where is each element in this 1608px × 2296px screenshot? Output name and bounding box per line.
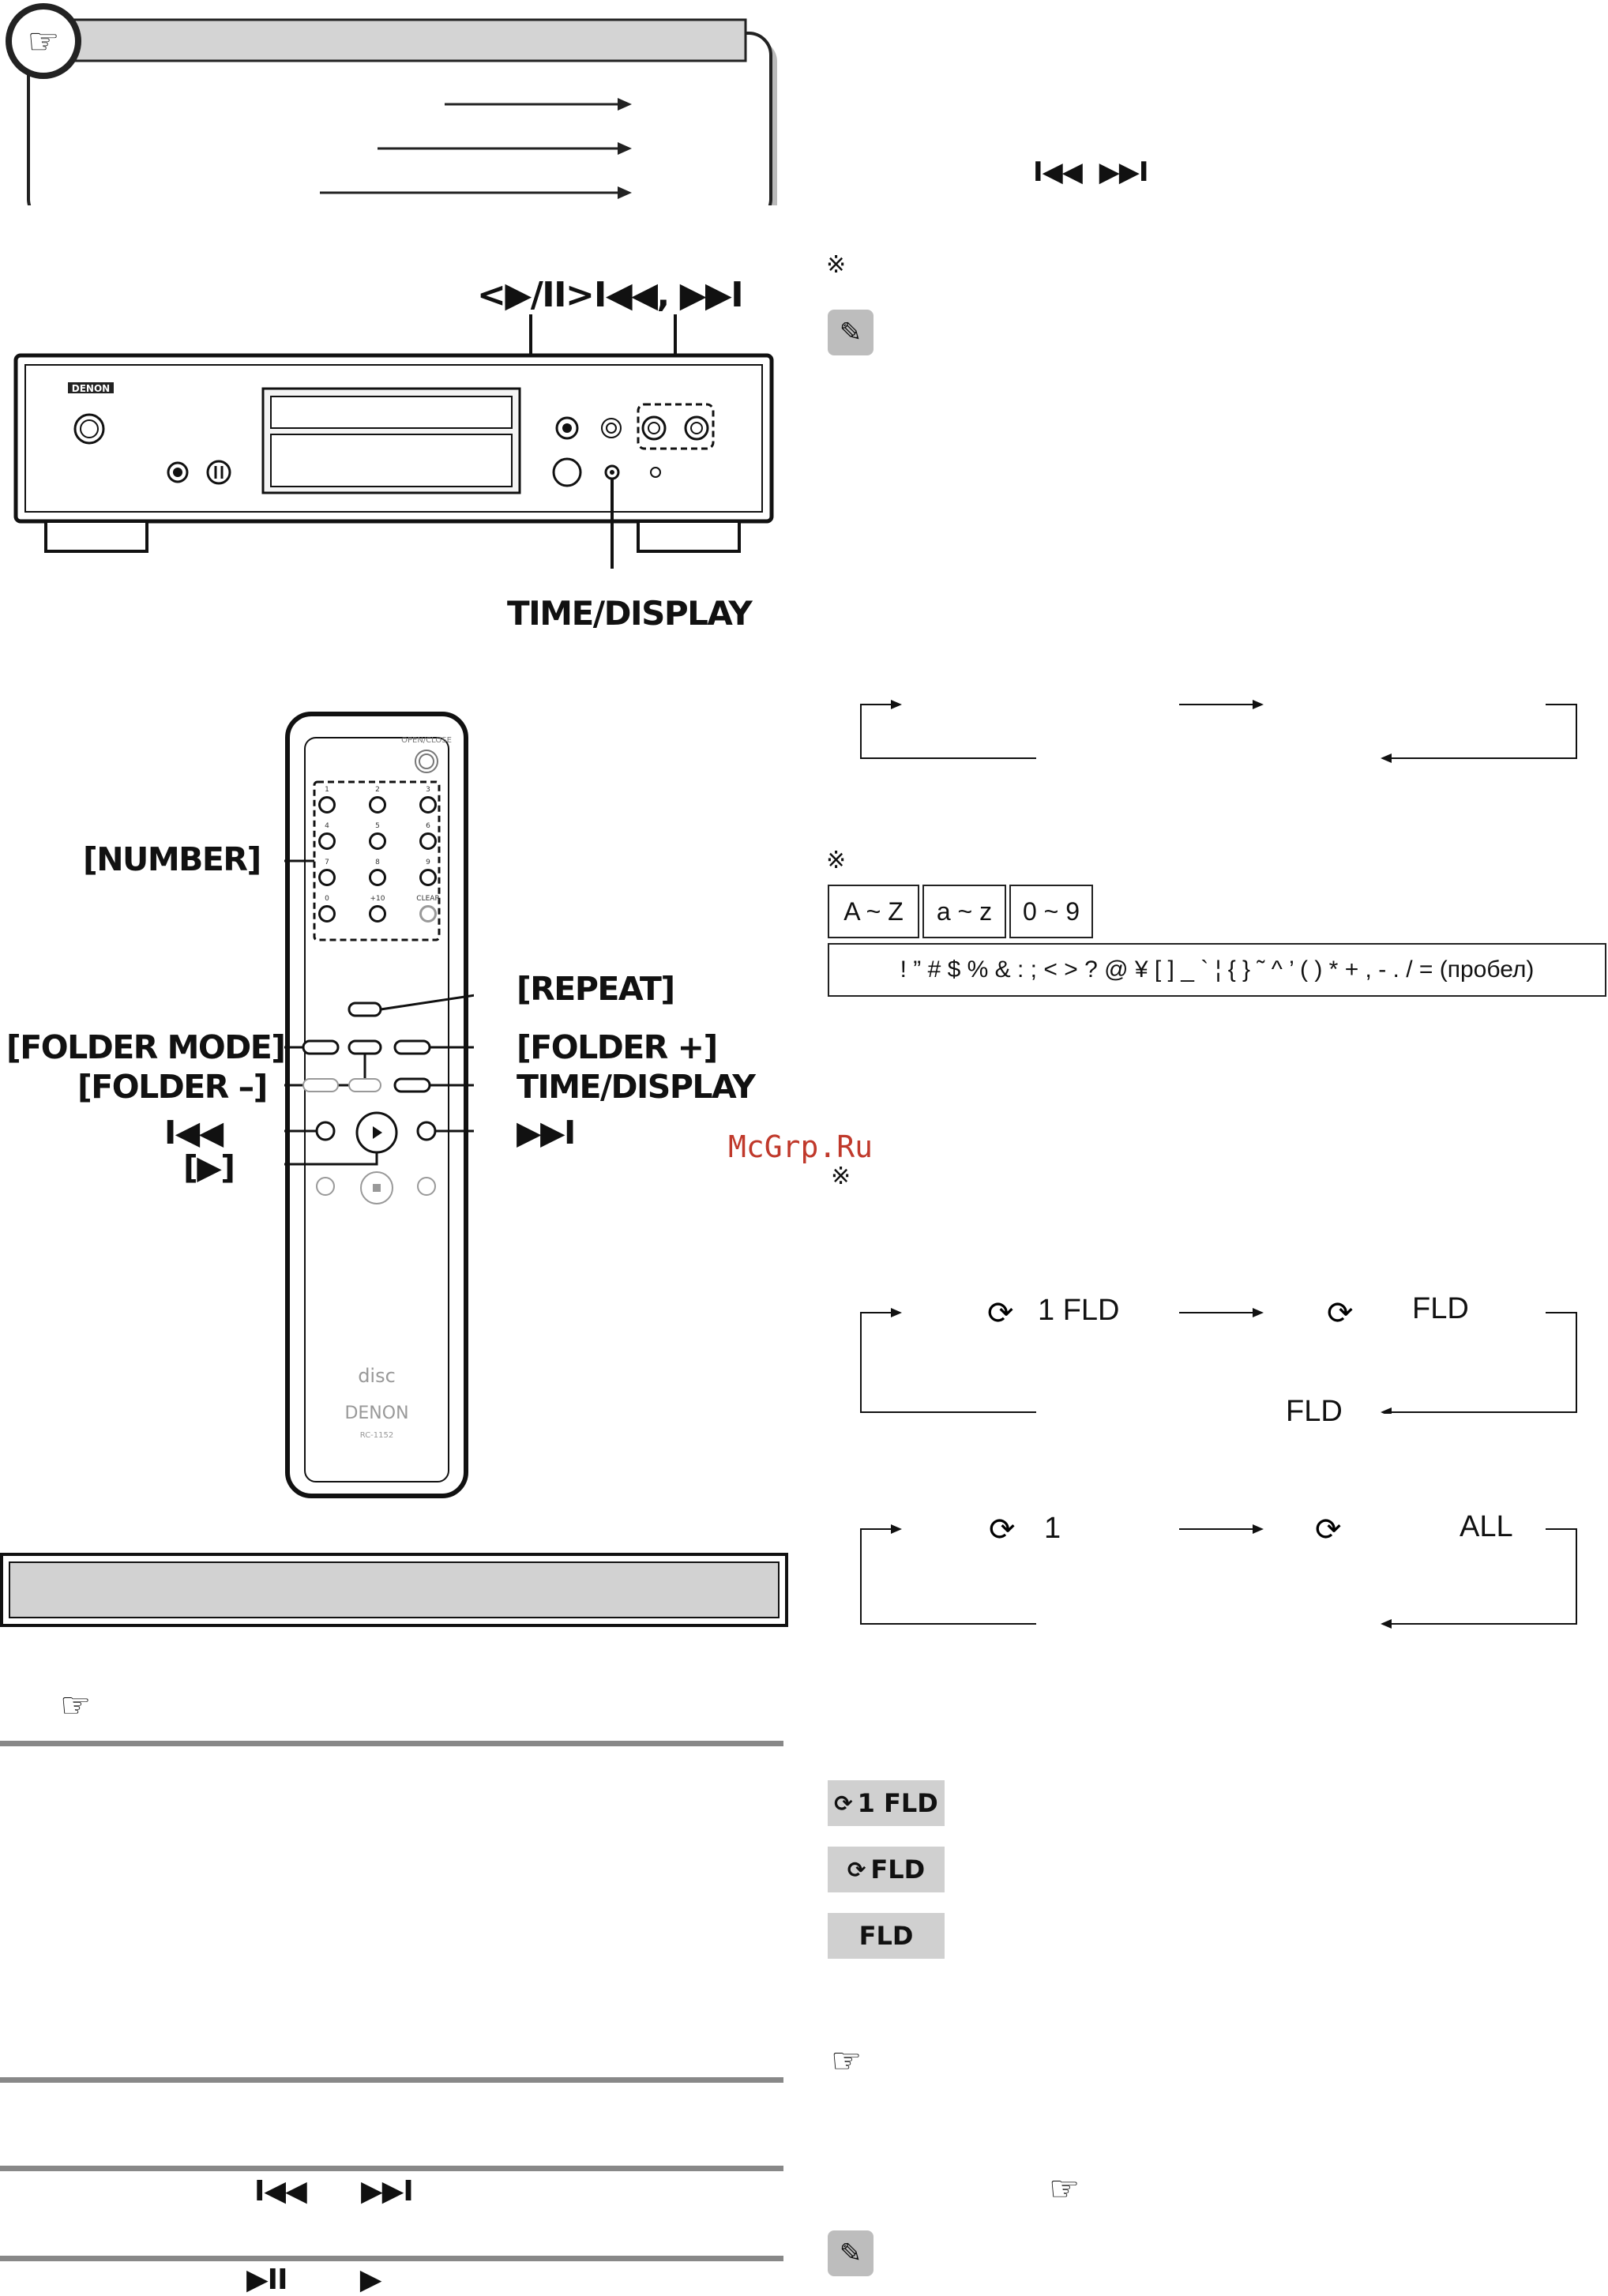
remote-key-button[interactable] [369, 869, 386, 886]
play-pause-icons: ▶II ▶ [246, 2264, 381, 2296]
folder-minus-label: [FOLDER –] [77, 1068, 268, 1106]
flow-diagram-2: ⟳ ⟳ [860, 1295, 1577, 1414]
repeat-icon: ⟳ [834, 1790, 853, 1817]
folder-plus-label: [FOLDER +] [517, 1028, 718, 1066]
folder-mode-label: [FOLDER MODE] [6, 1028, 286, 1066]
pencil-icon: ✎ [828, 310, 874, 355]
remote-key-button[interactable] [419, 869, 437, 886]
remote-key-button[interactable] [419, 905, 437, 923]
remote-key-label: 9 [426, 859, 430, 866]
remote-open-close-label: OPEN/CLOSE [401, 736, 452, 745]
remote-key-3[interactable]: 3 [415, 785, 441, 820]
skip-icons: I◀◀ ▶▶I [1033, 156, 1149, 188]
remote-key-button[interactable] [369, 905, 386, 923]
remote-key-button[interactable] [369, 796, 386, 814]
flow-a-3: FLD [1286, 1395, 1343, 1428]
divider-4 [0, 2256, 783, 2261]
divider-1 [0, 1741, 783, 1746]
remote-key-8[interactable]: 8 [365, 858, 390, 892]
badge-fld: FLD [828, 1913, 945, 1959]
remote-key-button[interactable] [318, 869, 336, 886]
remote-key-button[interactable] [318, 796, 336, 814]
svg-text:☞: ☞ [27, 20, 59, 62]
remote-number-keypad: 1 2 3 4 5 6 7 8 9 0 +10 CLEAR [314, 785, 441, 943]
remote-key-button[interactable] [318, 905, 336, 923]
remote-key-button[interactable] [318, 832, 336, 850]
remote-key-label: 4 [325, 822, 329, 830]
divider-2 [0, 2077, 783, 2083]
repeat-icon: ⟳ [989, 1512, 1016, 1548]
remote-key-label: 0 [325, 895, 329, 903]
flow-diagram-1 [860, 700, 1577, 763]
repeat-icon: ⟳ [1327, 1295, 1354, 1332]
note-box-frame: ☞ [6, 3, 777, 205]
remote-key-7[interactable]: 7 [314, 858, 340, 892]
remote-key-label: 2 [375, 786, 380, 794]
reference-icon: ☞ [831, 2041, 862, 2081]
badge-repeat-1-fld: ⟳1 FLD [828, 1780, 945, 1826]
remote-key-button[interactable] [419, 796, 437, 814]
remote-key-4[interactable]: 4 [314, 821, 340, 856]
repeat-label: [REPEAT] [517, 970, 675, 1008]
remote-disc-logo: disc [358, 1365, 396, 1387]
badge-repeat-fld: ⟳FLD [828, 1847, 945, 1892]
chars-upper: A ~ Z [828, 885, 919, 938]
watermark: McGrp.Ru [728, 1129, 874, 1164]
flow-b-2: ALL [1460, 1510, 1513, 1543]
chars-symbols: ! ” # $ % & : ; < > ? @ ¥ [ ] _ ` ¦ { } … [828, 943, 1606, 997]
flow-a-1: 1 FLD [1038, 1294, 1120, 1327]
remote-key-label: 6 [426, 822, 430, 830]
note-mark-2: ※ [826, 847, 847, 874]
remote-key-9[interactable]: 9 [415, 858, 441, 892]
remote-key-label: 5 [375, 822, 380, 830]
player-brand: DENON [72, 383, 110, 394]
flow-b-1: 1 [1044, 1512, 1061, 1545]
remote-brand: DENON [344, 1404, 408, 1423]
note-mark-3: ※ [831, 1163, 851, 1190]
remote-key-2[interactable]: 2 [365, 785, 390, 820]
remote-model: RC-1152 [360, 1431, 394, 1440]
section-header [0, 1553, 788, 1627]
remote-key-label: +10 [370, 895, 385, 903]
number-label: [NUMBER] [83, 840, 261, 878]
remote-key-0[interactable]: 0 [314, 894, 340, 929]
remote-key-label: 3 [426, 786, 430, 794]
note-box: ☞ [6, 3, 777, 221]
play-pause-label: <▶/II> [477, 275, 595, 315]
remote-key-label: CLEAR [416, 895, 440, 903]
remote-key-button[interactable] [369, 832, 386, 850]
skip-buttons-label: I◀◀, ▶▶I [594, 275, 744, 315]
remote-key-10[interactable]: +10 [365, 894, 390, 929]
note-mark-1: ※ [826, 251, 847, 279]
prev-next-icons: I◀◀ ▶▶I [254, 2175, 414, 2208]
flow-a-2: FLD [1412, 1292, 1469, 1325]
time-display-top-label: TIME/DISPLAY [507, 594, 753, 633]
time-display-remote-label: TIME/DISPLAY [517, 1068, 756, 1106]
repeat-icon: ⟳ [1315, 1512, 1342, 1548]
remote-key-6[interactable]: 6 [415, 821, 441, 856]
pencil-icon: ✎ [828, 2230, 874, 2276]
chars-digits: 0 ~ 9 [1009, 885, 1093, 938]
repeat-icon: ⟳ [847, 1856, 866, 1883]
flow-diagram-3: ⟳ ⟳ [860, 1512, 1577, 1629]
play-label: [▶] [183, 1148, 235, 1186]
repeat-icon: ⟳ [987, 1295, 1014, 1332]
cd-player-illustration: DENON [13, 314, 774, 569]
remote-key-label: 7 [325, 859, 329, 866]
remote-key-label: 1 [325, 786, 329, 794]
reference-icon: ☞ [1049, 2169, 1080, 2209]
next-label: ▶▶I [517, 1114, 576, 1152]
chars-lower: a ~ z [922, 885, 1006, 938]
prev-label: I◀◀ [164, 1114, 224, 1152]
remote-key-clear[interactable]: CLEAR [415, 894, 441, 929]
remote-key-5[interactable]: 5 [365, 821, 390, 856]
divider-3 [0, 2166, 783, 2171]
remote-key-label: 8 [375, 859, 380, 866]
reference-icon: ☞ [60, 1685, 92, 1726]
remote-key-1[interactable]: 1 [314, 785, 340, 820]
remote-key-button[interactable] [419, 832, 437, 850]
